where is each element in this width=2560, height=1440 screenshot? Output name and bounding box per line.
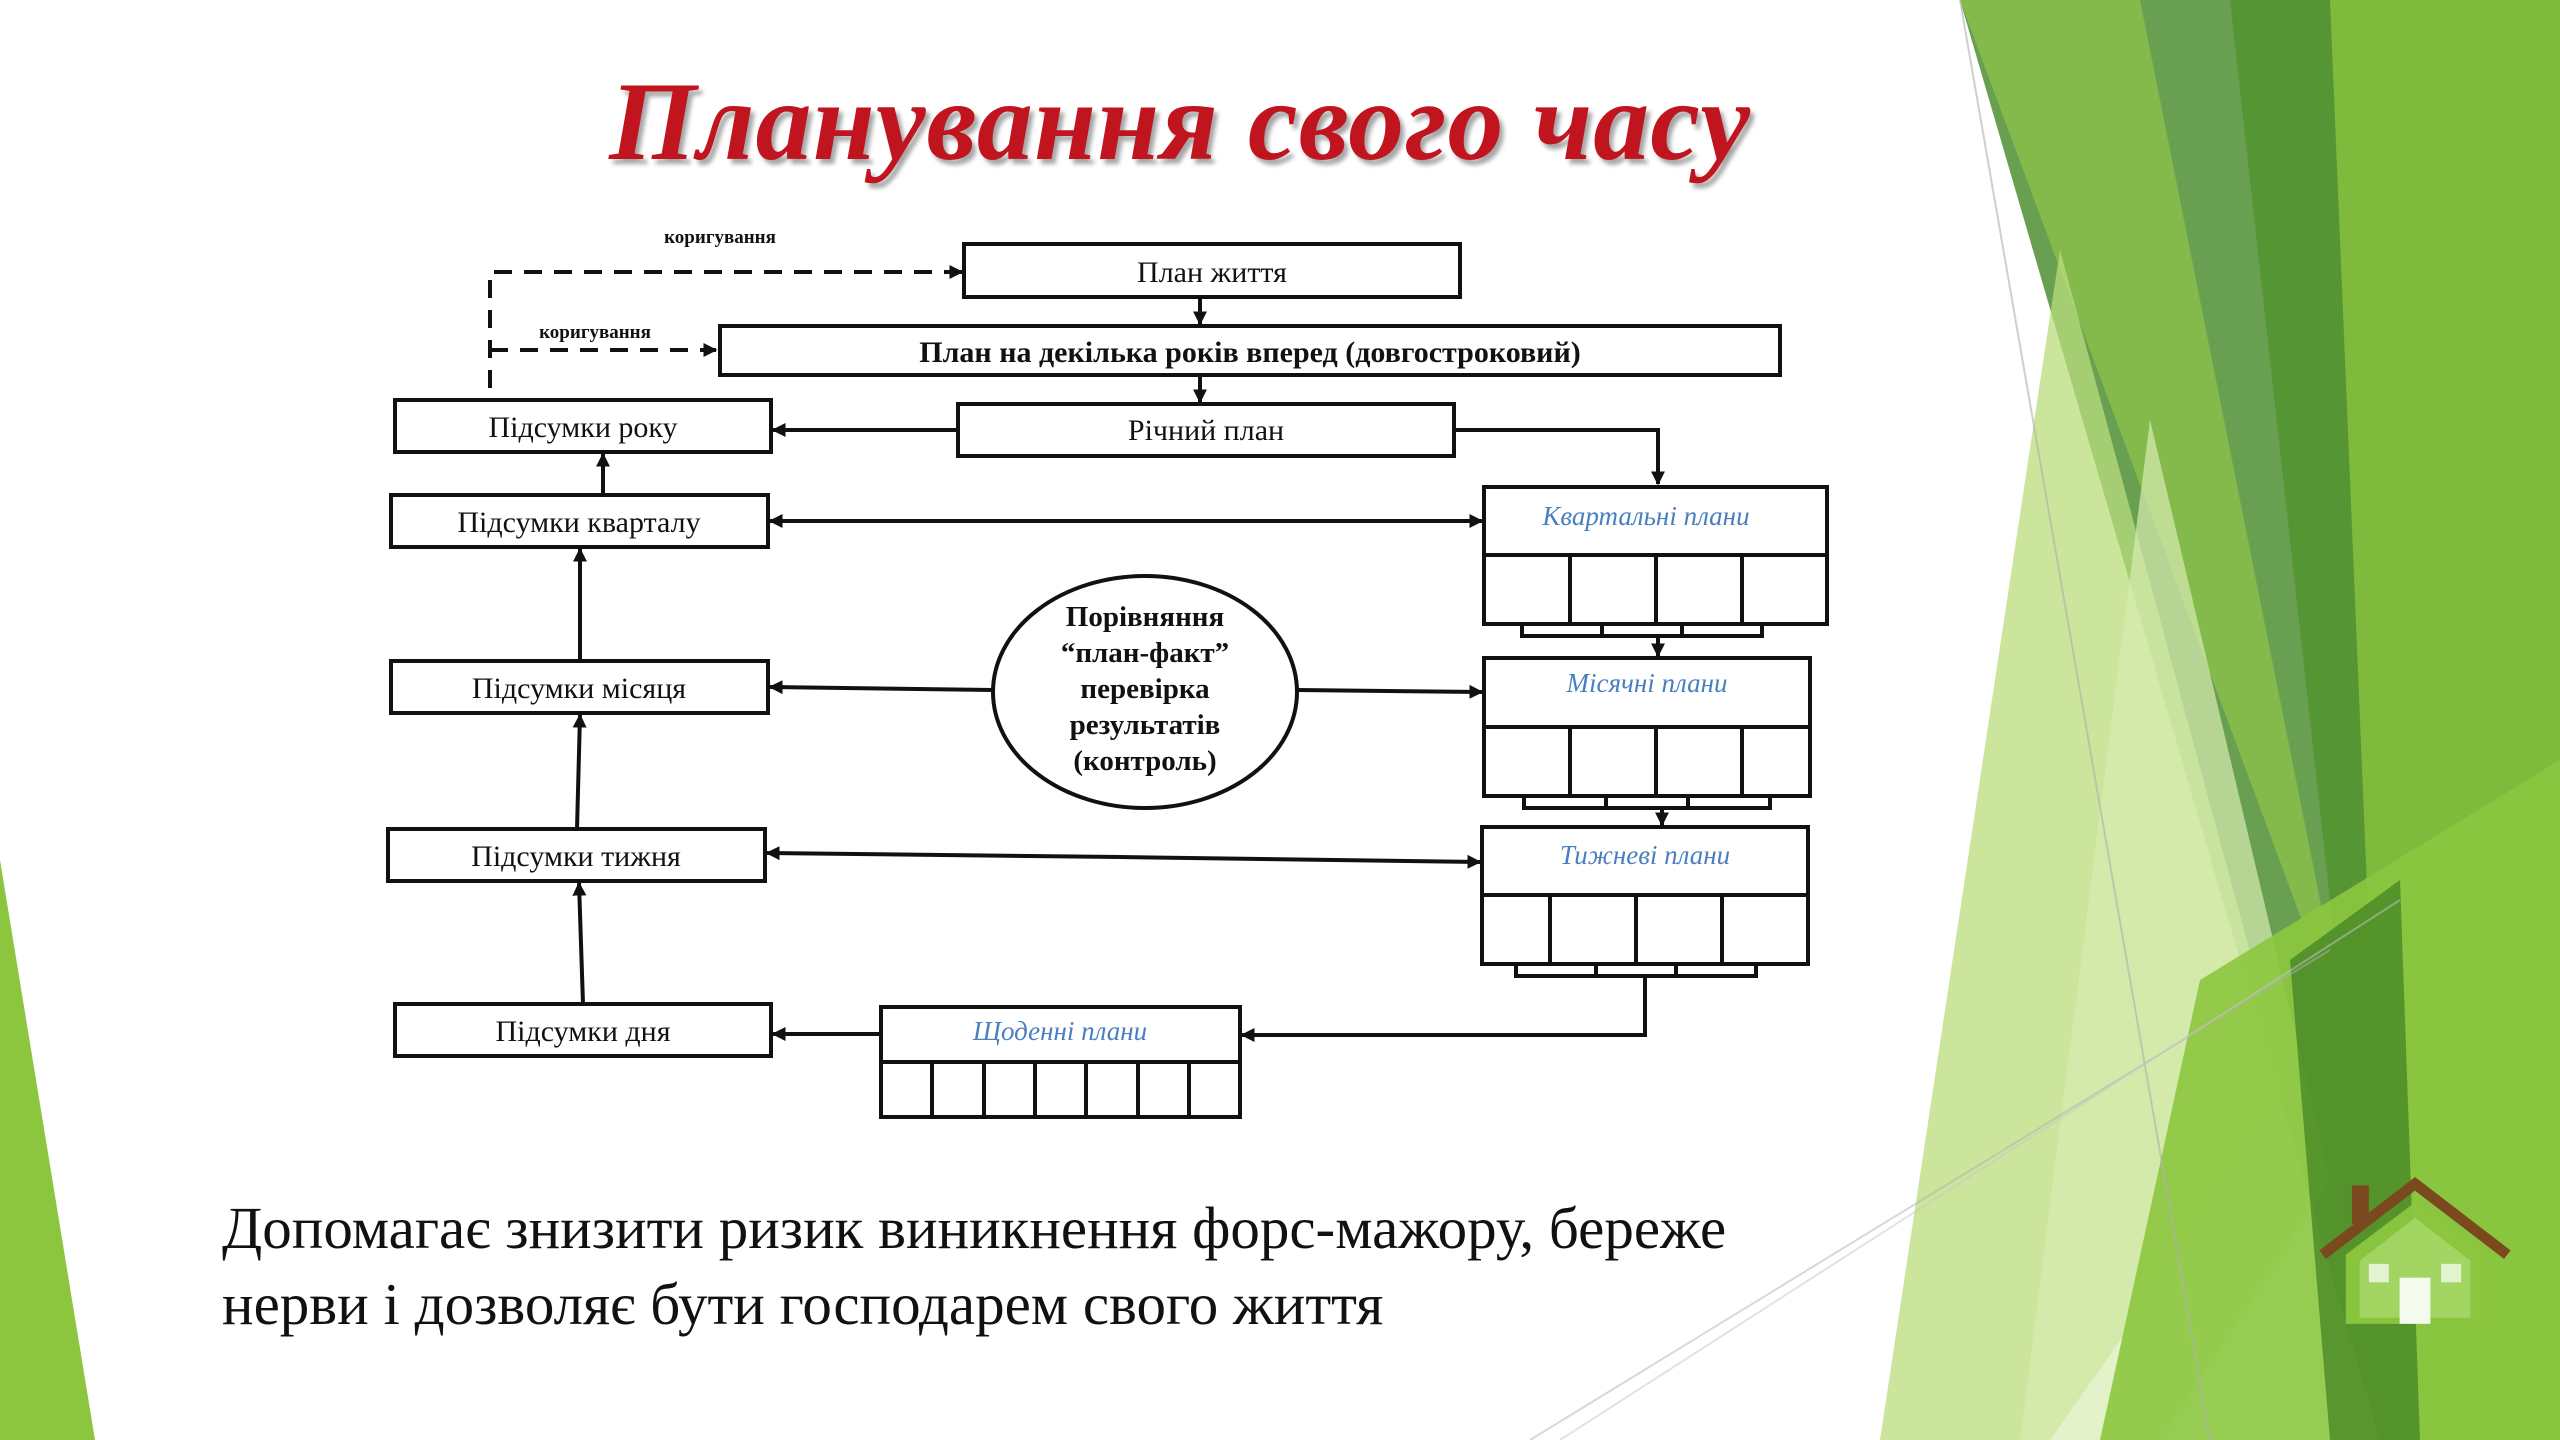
daily-plans-label: Щоденні плани (972, 1016, 1147, 1046)
long-term-plan-box (718, 324, 1782, 377)
quarterly-plans-label: Квартальні плани (1541, 501, 1749, 531)
monthly-plans-tab (1522, 794, 1772, 810)
control-ellipse-line-2: “план-факт” (1061, 637, 1229, 669)
year-results-box (393, 398, 773, 454)
control-ellipse-line-1: Порівняння (1066, 601, 1224, 633)
control-ellipse-line-5: (контроль) (1073, 745, 1216, 777)
arrow-weekly-to-week-results (765, 846, 1121, 861)
caption-line-1: Допомагає знизити ризик виникнення форс-… (222, 1195, 1727, 1261)
correction-label-2: коригування (539, 322, 651, 343)
slide-caption: Допомагає знизити ризик виникнення форс-… (222, 1190, 1922, 1342)
life-plan-label: План життя (1137, 256, 1287, 289)
arrow-week-to-month (572, 713, 587, 830)
day-results-box (393, 1002, 773, 1058)
long-term-plan-label: План на декілька років вперед (довгостро… (919, 336, 1580, 369)
quarter-results-label: Підсумки кварталу (457, 506, 700, 539)
month-results-label: Підсумки місяця (472, 672, 686, 705)
week-results-label: Підсумки тижня (471, 840, 681, 873)
home-icon[interactable] (2290, 1170, 2540, 1370)
day-results-label: Підсумки дня (495, 1015, 670, 1048)
caption-line-2: нерви і дозволяє бути господарем свого ж… (222, 1271, 1384, 1337)
thin-diagonal-line-1 (1959, 0, 2211, 1440)
annual-plan-label: Річний план (1128, 414, 1284, 447)
slide-title: Планування свого часу (609, 60, 1751, 184)
annual-plan-box (956, 402, 1456, 458)
life-plan-box (962, 242, 1462, 299)
quarterly-plans-tab (1520, 622, 1764, 638)
green-triangle-left (0, 860, 95, 1440)
arrow-week-results-to-weekly (1119, 854, 1482, 869)
control-ellipse-line-3: перевірка (1080, 673, 1210, 705)
arrow-ellipse-to-monthly (1296, 684, 1484, 699)
arrow-annual-to-quarterly (1454, 428, 1665, 486)
arrow-ellipse-to-month-results (768, 680, 994, 695)
control-ellipse-line-4: результатів (1070, 709, 1221, 741)
weekly-plans-tab (1514, 962, 1758, 978)
year-results-label: Підсумки року (488, 411, 677, 444)
correction-label-1: коригування (664, 227, 776, 248)
quarter-results-box (389, 493, 770, 549)
month-results-box (389, 659, 770, 715)
arrow-weekly-to-daily (1240, 976, 1647, 1042)
monthly-plans-label: Місячні плани (1565, 668, 1727, 698)
thin-diagonal-line-3 (1559, 899, 2401, 1440)
arrow-day-to-week (572, 881, 587, 1005)
week-results-box (386, 827, 767, 883)
weekly-plans-label: Тижневі плани (1560, 840, 1730, 870)
